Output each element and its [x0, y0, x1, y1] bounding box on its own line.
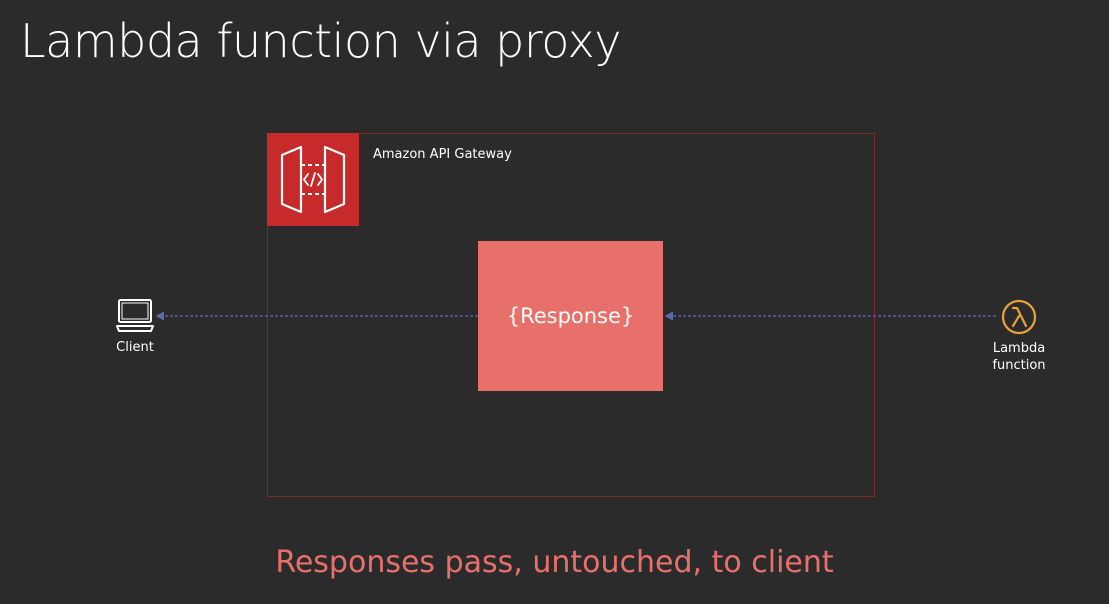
lambda-label-line1: Lambda: [992, 341, 1046, 356]
lambda-icon: [999, 299, 1039, 339]
client-label: Client: [116, 340, 154, 355]
laptop-icon: [116, 298, 156, 338]
slide-title: Lambda function via proxy: [20, 14, 621, 68]
response-label: {Response}: [506, 304, 635, 328]
slide-caption: Responses pass, untouched, to client: [275, 545, 834, 580]
api-gateway-frame: [267, 133, 875, 497]
api-gateway-label: Amazon API Gateway: [373, 147, 512, 162]
response-box: {Response}: [478, 241, 663, 391]
api-gateway-icon: [267, 133, 359, 226]
lambda-label: Lambda function: [979, 340, 1059, 374]
lambda-label-line2: function: [992, 358, 1046, 373]
api-gateway-icon-graphic: [280, 145, 346, 214]
